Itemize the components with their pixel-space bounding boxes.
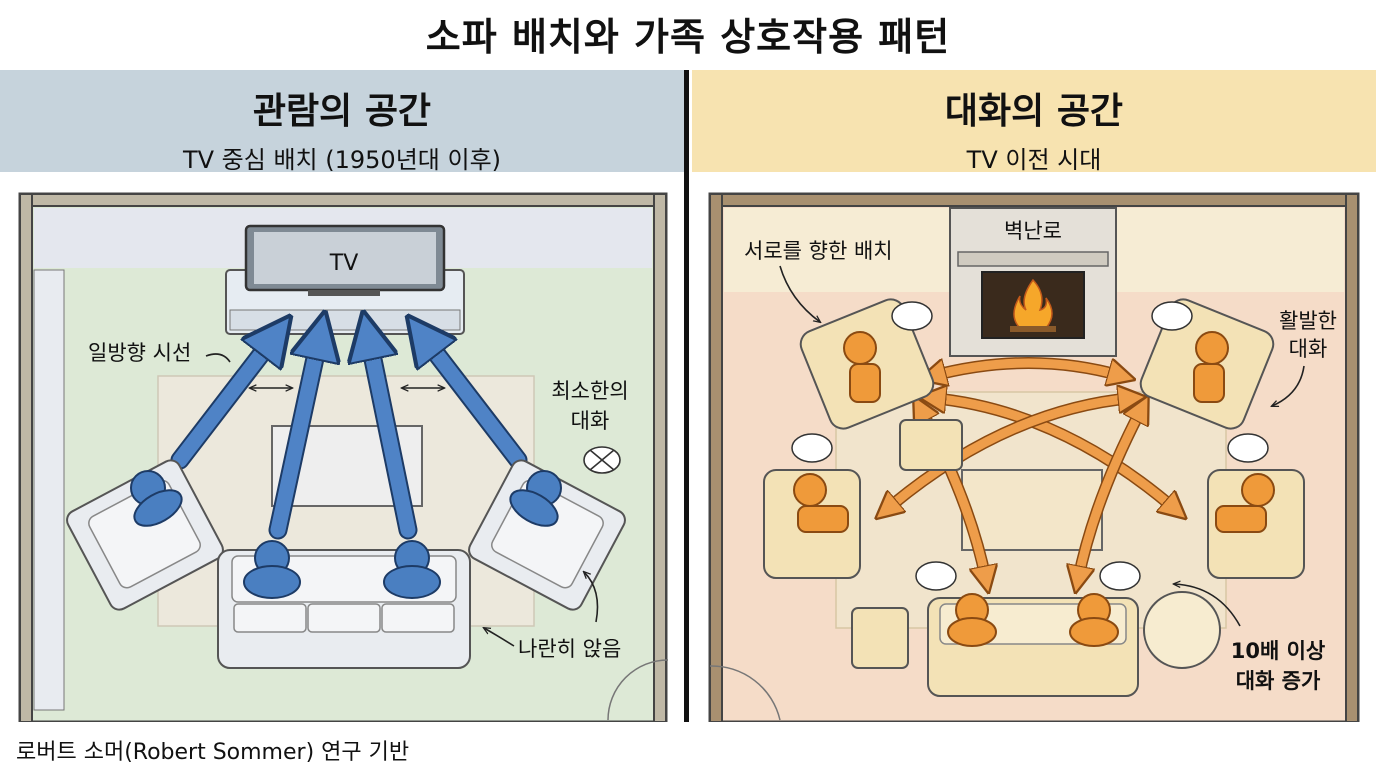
fireplace-label: 벽난로 [1004, 219, 1062, 243]
person-icon [1195, 331, 1229, 365]
tv-icon [225, 224, 465, 335]
right-panel-title: 대화의 공간 [944, 91, 1124, 132]
left-armchair [66, 459, 224, 611]
speech-bubble-icon [891, 301, 933, 331]
speech-bubble-icon [791, 433, 833, 463]
person-icon [1241, 473, 1275, 507]
left-panel-subtitle: TV 중심 배치 (1950년대 이후) [182, 146, 502, 174]
label-active-line2: 대화 [1289, 337, 1328, 361]
right-panel-subtitle: TV 이전 시대 [966, 146, 1102, 174]
armchair-mid-left [763, 433, 861, 579]
label-facing-arrangement: 서로를 향한 배치 [744, 239, 893, 263]
speech-bubble-icon [1227, 433, 1269, 463]
speech-bubble-icon [1099, 561, 1141, 591]
sofa [915, 561, 1141, 697]
conversation-arrows [886, 357, 1176, 580]
label-minimal-line1: 최소한의 [551, 379, 628, 403]
fireplace-icon [949, 207, 1117, 357]
tv-label: TV [329, 251, 359, 276]
label-increase-line2: 대화 증가 [1236, 669, 1321, 693]
armchair-top-right [1139, 298, 1275, 430]
label-active-line1: 활발한 [1279, 309, 1337, 333]
conversation-room: 벽난로 [708, 192, 1360, 722]
person-icon [843, 331, 877, 365]
label-one-way-gaze: 일방향 시선 [88, 341, 191, 365]
armchair-mid-right [1207, 433, 1305, 579]
speech-bubble-icon [1151, 301, 1193, 331]
ottoman [851, 607, 909, 669]
label-minimal-line2: 대화 [571, 409, 610, 433]
left-panel-title: 관람의 공간 [252, 91, 432, 132]
person-icon [793, 473, 827, 507]
left-panel-header: 관람의 공간 TV 중심 배치 (1950년대 이후) [0, 70, 684, 174]
page-title: 소파 배치와 가족 상호작용 패턴 [425, 15, 951, 59]
speech-bubble-icon [915, 561, 957, 591]
sofa [217, 540, 471, 669]
right-panel-header: 대화의 공간 TV 이전 시대 [692, 70, 1376, 174]
one-way-gaze-arrows [170, 335, 528, 540]
armchair-top-left [799, 298, 963, 471]
panel-divider [684, 70, 689, 722]
round-side-table [1143, 591, 1221, 669]
no-conversation-icon [583, 446, 621, 474]
tv-centered-room: TV [18, 192, 669, 722]
label-side-by-side: 나란히 앉음 [518, 637, 621, 661]
label-increase-line1: 10배 이상 [1231, 639, 1326, 663]
source-note: 로버트 소머(Robert Sommer) 연구 기반 [16, 740, 410, 765]
